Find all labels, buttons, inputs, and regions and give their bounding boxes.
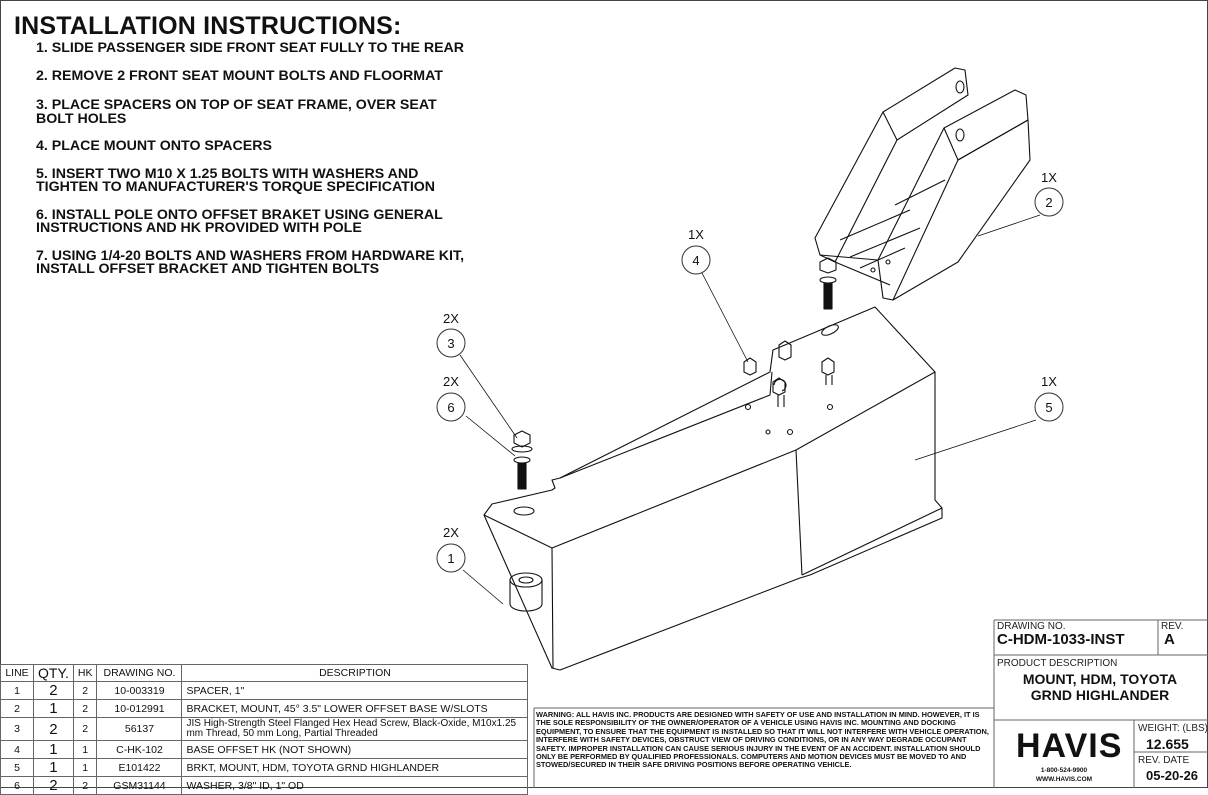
qty-cell: 2 [33, 717, 74, 741]
qty-cell: 2 [33, 776, 74, 795]
line-cell: 6 [0, 776, 34, 795]
callout-2-number: 2 [1045, 195, 1052, 210]
base-bracket-part-5 [483, 306, 943, 671]
parts-table-header: LINE QTY. HK DRAWING NO. DESCRIPTION [0, 664, 529, 682]
callout-1-qty: 2X [443, 525, 459, 540]
step-1: 1. SLIDE PASSENGER SIDE FRONT SEAT FULLY… [36, 40, 465, 56]
offset-bracket-part-2 [814, 67, 1031, 301]
description-cell: BRKT, MOUNT, HDM, TOYOTA GRND HIGHLANDER [181, 758, 529, 777]
product-description-label: PRODUCT DESCRIPTION [997, 658, 1118, 669]
page-title: INSTALLATION INSTRUCTIONS: [14, 12, 402, 40]
qty-cell: 1 [33, 699, 74, 718]
callout-3-number: 3 [447, 336, 454, 351]
bolt-under-offset-bracket [819, 257, 837, 310]
col-description: DESCRIPTION [181, 664, 529, 682]
callout-6: 2X 6 [436, 374, 466, 422]
drawing-no-cell: GSM31144 [96, 776, 183, 795]
step-3: 3. PLACE SPACERS ON TOP OF SEAT FRAME, O… [36, 97, 437, 127]
callout-1: 2X 1 [436, 525, 466, 573]
bolt-part-4 [743, 340, 835, 407]
line-cell: 5 [0, 758, 34, 777]
table-row: 4 1 1 C-HK-102 BASE OFFSET HK (NOT SHOWN… [0, 740, 529, 759]
instruction-steps: 1. SLIDE PASSENGER SIDE FRONT SEAT FULLY… [36, 40, 506, 291]
table-row: 2 1 2 10-012991 BRACKET, MOUNT, 45° 3.5"… [0, 699, 529, 718]
drawing-no-label: DRAWING NO. [997, 621, 1066, 632]
phone-number: 1-800-524-9900 [1040, 767, 1088, 774]
table-row: 1 2 2 10-003319 SPACER, 1" [0, 681, 529, 700]
col-drawing-no: DRAWING NO. [96, 664, 183, 682]
description-cell: JIS High-Strength Steel Flanged Hex Head… [181, 717, 529, 741]
callout-3: 2X 3 [436, 311, 466, 358]
drawing-no-cell: 10-012991 [96, 699, 183, 718]
leader-lines [459, 214, 1041, 605]
callout-3-qty: 2X [443, 311, 459, 326]
drawing-no-cell: E101422 [96, 758, 183, 777]
description-cell: WASHER, 3/8" ID, 1" OD [181, 776, 529, 795]
step-2: 2. REMOVE 2 FRONT SEAT MOUNT BOLTS AND F… [36, 67, 443, 84]
col-hk: HK [72, 664, 98, 682]
qty-cell: 2 [33, 681, 74, 700]
drawing-no: C-HDM-1033-INST [997, 631, 1125, 648]
safety-warning: WARNING: ALL HAVIS INC. PRODUCTS ARE DES… [536, 710, 989, 770]
drawing-no-cell: C-HK-102 [96, 740, 183, 759]
spacer-part-1 [509, 572, 543, 612]
hk-cell: 2 [72, 681, 98, 700]
hk-cell: 2 [72, 699, 98, 718]
table-row: 5 1 1 E101422 BRKT, MOUNT, HDM, TOYOTA G… [0, 758, 529, 777]
callout-6-qty: 2X [443, 374, 459, 389]
hk-cell: 2 [72, 776, 98, 795]
callout-5: 1X 5 [1034, 374, 1064, 422]
weight-label: WEIGHT: (LBS) [1138, 723, 1208, 734]
line-cell: 3 [0, 717, 34, 741]
hk-cell: 1 [72, 758, 98, 777]
rev-date-label: REV. DATE [1138, 755, 1190, 766]
parts-table: LINE QTY. HK DRAWING NO. DESCRIPTION 1 2… [0, 664, 529, 795]
product-description-line-1: MOUNT, HDM, TOYOTA [1022, 671, 1178, 687]
callout-5-number: 5 [1045, 400, 1052, 415]
havis-logo: HAVIS [1016, 727, 1123, 765]
screw-part-3 [511, 430, 533, 490]
col-qty: QTY. [33, 664, 74, 682]
description-cell: SPACER, 1" [181, 681, 529, 700]
callout-4: 1X 4 [681, 227, 711, 275]
line-cell: 1 [0, 681, 34, 700]
callout-1-number: 1 [447, 551, 454, 566]
product-description-line-2: GRND HIGHLANDER [1030, 687, 1170, 703]
drawing-no-cell: 56137 [96, 717, 183, 741]
description-cell: BRACKET, MOUNT, 45° 3.5" LOWER OFFSET BA… [181, 699, 529, 718]
table-row: 6 2 2 GSM31144 WASHER, 3/8" ID, 1" OD [0, 776, 529, 795]
qty-cell: 1 [33, 740, 74, 759]
rev-date-value: 05-20-26 [1146, 768, 1199, 783]
drawing-no-cell: 10-003319 [96, 681, 183, 700]
step-6: 6. INSTALL POLE ONTO OFFSET BRAKET USING… [36, 206, 443, 236]
table-row: 3 2 2 56137 JIS High-Strength Steel Flan… [0, 717, 529, 741]
hk-cell: 2 [72, 717, 98, 741]
title-block-frame [533, 619, 1208, 788]
callout-5-qty: 1X [1041, 374, 1057, 389]
step-5: 5. INSERT TWO M10 X 1.25 BOLTS WITH WASH… [36, 165, 436, 195]
col-line: LINE [0, 664, 34, 682]
rev-label: REV. [1161, 621, 1184, 632]
line-cell: 2 [0, 699, 34, 718]
qty-cell: 1 [33, 758, 74, 777]
line-cell: 4 [0, 740, 34, 759]
callout-balloons: 1X 2 1X 4 2X 3 2X 6 1X 5 2X 1 [436, 170, 1064, 573]
callout-4-qty: 1X [688, 227, 704, 242]
website: WWW.HAVIS.COM [1035, 776, 1093, 783]
hk-cell: 1 [72, 740, 98, 759]
step-7: 7. USING 1/4-20 BOLTS AND WASHERS FROM H… [36, 247, 465, 277]
callout-2: 1X 2 [1034, 170, 1064, 217]
callout-2-qty: 1X [1041, 170, 1057, 185]
weight-value: 12.655 [1146, 736, 1189, 752]
step-4: 4. PLACE MOUNT ONTO SPACERS [36, 138, 272, 154]
rev-value: A [1164, 631, 1175, 648]
description-cell: BASE OFFSET HK (NOT SHOWN) [181, 740, 529, 759]
callout-4-number: 4 [692, 253, 699, 268]
callout-6-number: 6 [447, 400, 454, 415]
